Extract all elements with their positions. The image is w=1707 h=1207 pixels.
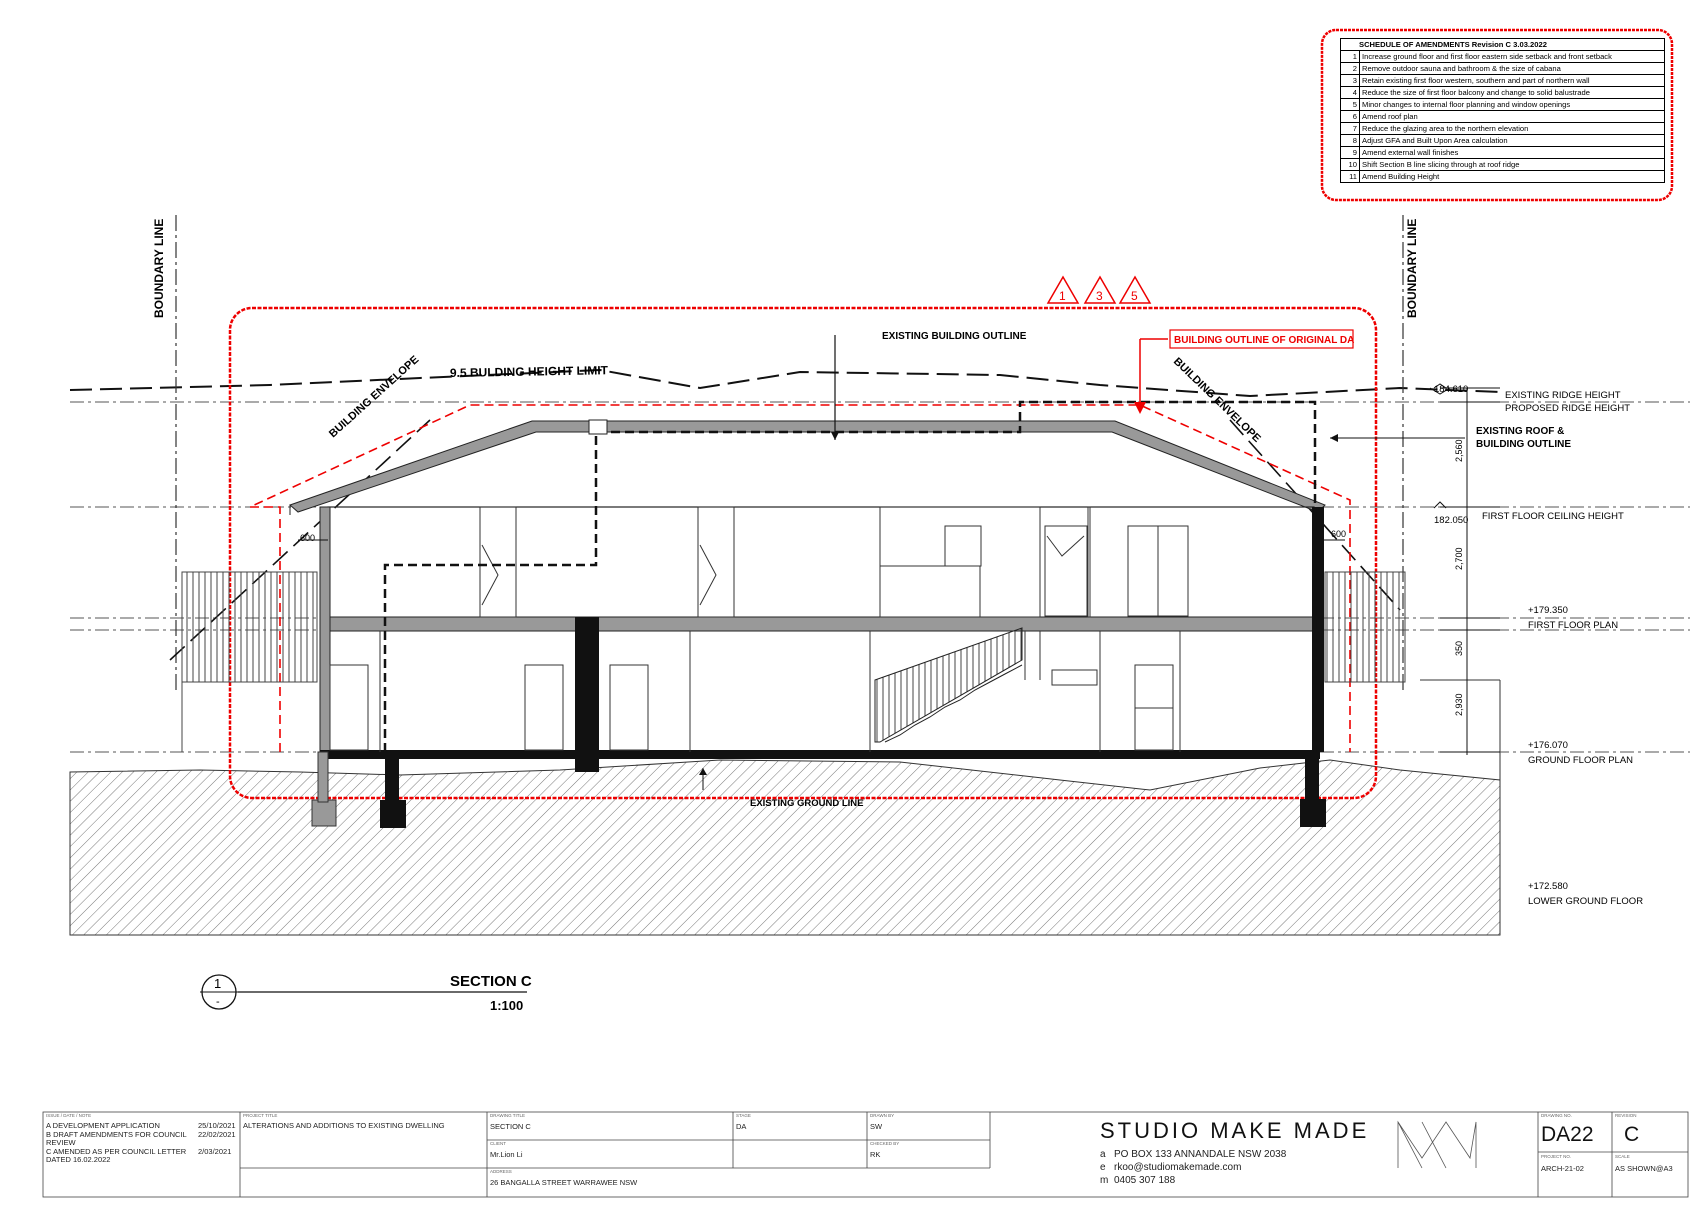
schedule-table: SCHEDULE OF AMENDMENTS Revision C 3.03.2… xyxy=(1340,38,1665,183)
revision-text: REVIEW xyxy=(46,1138,76,1147)
gf-rl: +176.070 xyxy=(1528,740,1568,751)
ff-rl: +179.350 xyxy=(1528,605,1568,616)
studio-logo xyxy=(1397,1120,1477,1169)
lg-label: LOWER GROUND FLOOR xyxy=(1528,896,1643,907)
section-sub: - xyxy=(216,996,220,1008)
triangle-1: 1 xyxy=(1059,289,1066,303)
project-no-value: ARCH-21-02 xyxy=(1541,1164,1584,1173)
checked-label: CHECKED BY xyxy=(870,1141,900,1146)
schedule-row-text: Amend Building Height xyxy=(1359,170,1665,183)
dim-2700: 2,700 xyxy=(1454,547,1464,570)
existing-roof-label-2: BUILDING OUTLINE xyxy=(1476,439,1571,450)
drawing-no-label: DRAWING NO. xyxy=(1541,1113,1572,1118)
envelope-left-label: BUILDING ENVELOPE xyxy=(327,354,421,441)
first-floor-slab xyxy=(319,616,1321,632)
contact-a-key: a xyxy=(1100,1149,1106,1160)
revision-date: 22/02/2021 xyxy=(198,1129,236,1139)
revision-text: DATED 16.02.2022 xyxy=(46,1155,111,1164)
revision-text: B DRAFT AMENDMENTS FOR COUNCIL xyxy=(46,1129,187,1139)
triangle-3: 3 xyxy=(1096,289,1103,303)
ground-line-label: EXISTING GROUND LINE xyxy=(750,798,863,809)
dim-2560: 2,560 xyxy=(1454,439,1464,462)
stage-value: DA xyxy=(736,1122,747,1131)
ceiling-label: FIRST FLOOR CEILING HEIGHT xyxy=(1482,511,1624,522)
section-scale: 1:100 xyxy=(490,998,523,1013)
existing-roof-label-1: EXISTING ROOF & xyxy=(1476,426,1564,437)
contact-email[interactable]: rkoo@studiomakemade.com xyxy=(1114,1162,1242,1173)
drawing-title: SECTION C xyxy=(490,1122,531,1131)
revision-label: REVISION xyxy=(1615,1113,1637,1118)
ridge-rl: 184.610 xyxy=(1434,384,1468,395)
ridge-label-2: PROPOSED RIDGE HEIGHT xyxy=(1505,403,1630,414)
revision-date: 2/03/2021 xyxy=(198,1146,232,1156)
boundary-left-label: BOUNDARY LINE xyxy=(152,219,166,318)
dim-600-left: 600 xyxy=(300,533,315,543)
section-title: SECTION C xyxy=(450,973,532,990)
dim-350: 350 xyxy=(1454,641,1464,656)
client-value: Mr.Lion Li xyxy=(490,1150,523,1159)
existing-outline xyxy=(383,400,1317,752)
contact-block: a PO BOX 133 ANNANDALE NSW 2038 e rkoo@stu… xyxy=(1100,1148,1286,1187)
original-da-label: BUILDING OUTLINE OF ORIGINAL DA xyxy=(1174,335,1354,346)
contact-m-key: m xyxy=(1100,1175,1109,1186)
triangle-5: 5 xyxy=(1131,289,1138,303)
roof xyxy=(289,420,1326,513)
drawing-label: DRAWING TITLE xyxy=(490,1113,526,1118)
height-limit-label: 9.5 BULDING HEIGHT LIMIT xyxy=(450,363,609,380)
ceiling-rl: 182.050 xyxy=(1434,515,1468,526)
ground-hatch xyxy=(69,759,1501,936)
lg-rl: +172.580 xyxy=(1528,881,1568,892)
ground-floor-slab xyxy=(320,750,1320,759)
dim-2930: 2,930 xyxy=(1454,693,1464,716)
dim-600-right: 600 xyxy=(1331,529,1346,539)
section-number: 1 xyxy=(214,976,221,991)
scale-value: AS SHOWN@A3 xyxy=(1615,1164,1673,1173)
contact-phone: 0405 307 188 xyxy=(1114,1175,1176,1186)
drawing-number: DA22 xyxy=(1541,1123,1594,1146)
contact-address: PO BOX 133 ANNANDALE NSW 2038 xyxy=(1114,1149,1287,1160)
drawn-label: DRAWN BY xyxy=(870,1113,895,1118)
checked-value: RK xyxy=(870,1150,881,1159)
project-title: ALTERATIONS AND ADDITIONS TO EXISTING DW… xyxy=(243,1121,445,1130)
height-limit-line xyxy=(69,368,1501,398)
revision-date: 25/10/2021 xyxy=(198,1121,236,1130)
project-label: PROJECT TITLE xyxy=(243,1113,278,1118)
boundary-right-label: BOUNDARY LINE xyxy=(1405,219,1419,318)
address-value: 26 BANGALLA STREET WARRAWEE NSW xyxy=(490,1178,638,1187)
ff-label: FIRST FLOOR PLAN xyxy=(1528,620,1618,631)
stair xyxy=(874,627,1023,743)
project-no-label: PROJECT NO. xyxy=(1541,1154,1572,1159)
revision-value: C xyxy=(1624,1123,1640,1146)
revision-text: C AMENDED AS PER COUNCIL LETTER xyxy=(46,1146,187,1156)
contact-e-key: e xyxy=(1100,1162,1106,1173)
existing-outline-label: EXISTING BUILDING OUTLINE xyxy=(882,331,1027,342)
schedule-row-number: 11 xyxy=(1340,170,1360,183)
studio-name: STUDIO MAKE MADE xyxy=(1100,1118,1370,1143)
drawn-value: SW xyxy=(870,1122,883,1131)
gf-label: GROUND FLOOR PLAN xyxy=(1528,755,1633,766)
envelope-right-label: BUILDING ENVELOPE xyxy=(1171,356,1263,445)
scale-label: SCALE xyxy=(1615,1154,1630,1159)
amendment-cloud xyxy=(228,306,1378,800)
issue-label: ISSUE / DATE / NOTE xyxy=(46,1113,92,1118)
client-label: CLIENT xyxy=(490,1141,507,1146)
revision-text: A DEVELOPMENT APPLICATION xyxy=(46,1121,160,1130)
address-label: ADDRESS xyxy=(490,1169,512,1174)
ridge-label-1: EXISTING RIDGE HEIGHT xyxy=(1505,390,1621,401)
stage-label: STAGE xyxy=(736,1113,751,1118)
